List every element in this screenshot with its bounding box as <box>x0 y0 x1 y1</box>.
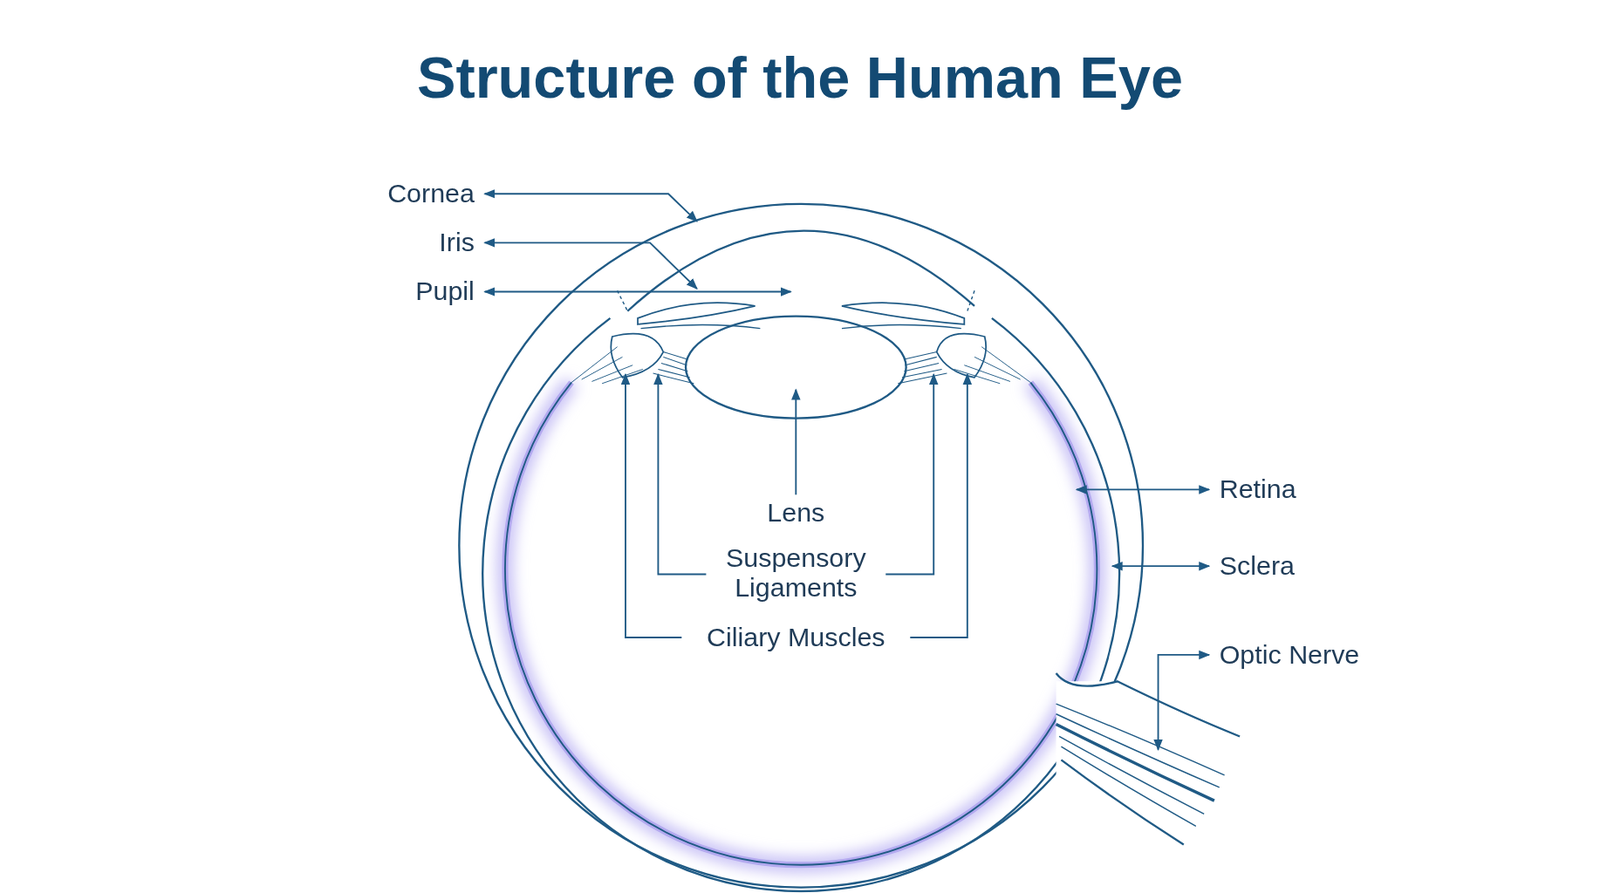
part-label: Sclera <box>1219 551 1295 582</box>
part-label: Cornea <box>387 178 475 209</box>
part-label: Suspensory Ligaments <box>698 543 893 603</box>
sclera-outline <box>458 204 1143 889</box>
part-label: Ciliary Muscles <box>706 622 885 653</box>
part-label: Pupil <box>415 277 475 308</box>
part-label: Retina <box>1219 474 1297 505</box>
part-label: Lens <box>766 498 825 528</box>
part-label: Optic Nerve <box>1219 640 1361 671</box>
part-label: Iris <box>438 227 475 258</box>
diagram-title: Structure of the Human Eye <box>417 43 1183 111</box>
